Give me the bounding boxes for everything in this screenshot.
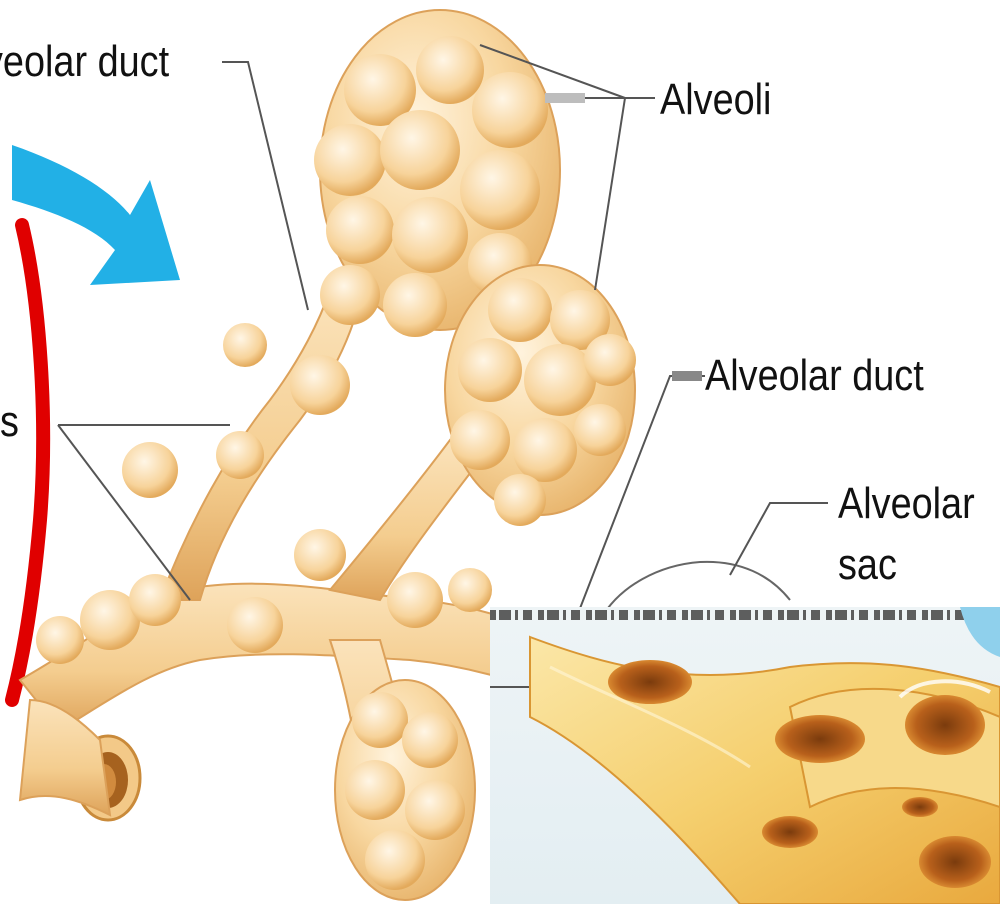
label-alveolar-duct-right: Alveolar duct [705,354,924,398]
airflow-arrow [12,145,180,285]
label-alveolar-sac-line2: sac [838,543,897,587]
blood-vessel [12,225,43,700]
label-alveolar-duct-top: veolar duct [0,40,169,84]
alveolar-cluster-bottom [335,680,475,900]
label-alveoli: Alveoli [660,78,771,122]
label-alveolar-sac-line1: Alveolar [838,482,975,526]
leader-tab [672,371,702,381]
leader-tab [545,93,585,103]
label-cut-left: s [0,400,19,444]
alveolar-cluster-middle [445,265,636,526]
inset-tissue-closeup [490,607,1000,904]
tissue-closeup-image [490,607,1000,904]
